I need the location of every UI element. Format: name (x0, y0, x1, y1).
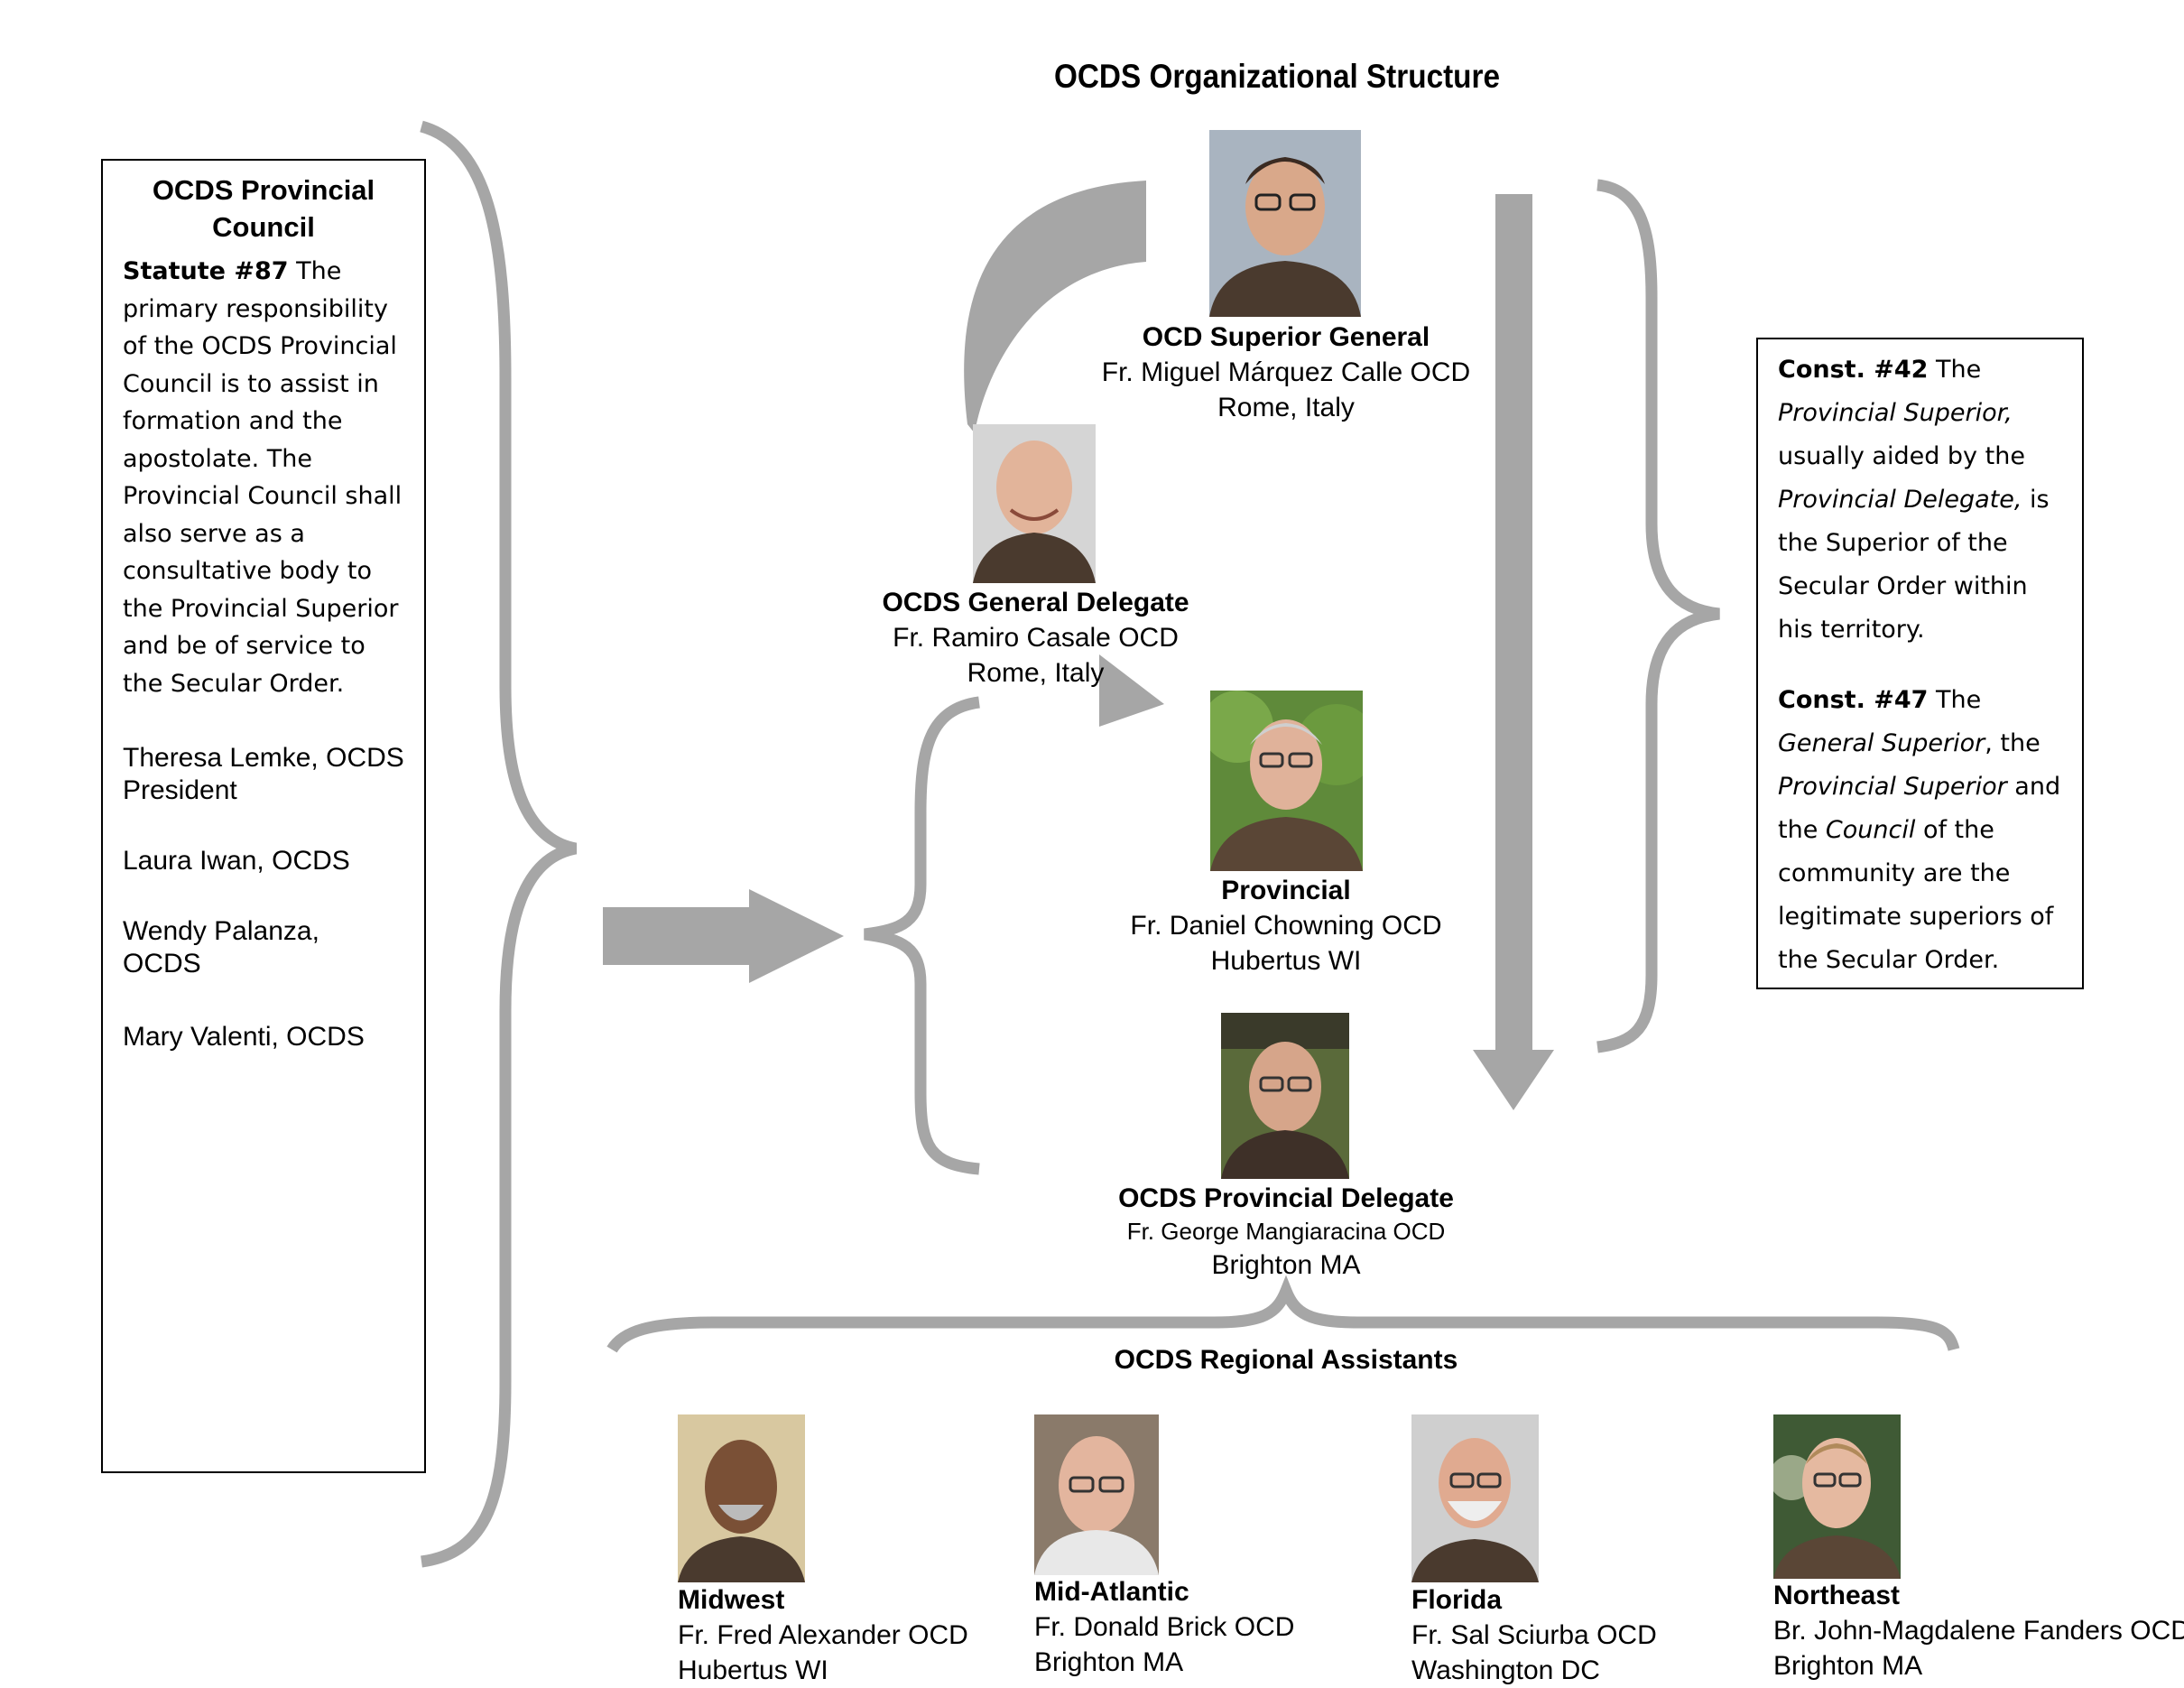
person-location: Brighton MA (1211, 1250, 1361, 1280)
person-location: Rome, Italy (1217, 393, 1355, 422)
role-label: Provincial (1221, 876, 1351, 905)
person-name: Fr. Daniel Chowning OCD (1130, 911, 1442, 941)
council-member: Theresa Lemke, OCDS President (123, 743, 404, 805)
person-location: Brighton MA (1773, 1651, 1923, 1681)
council-arrow (603, 889, 844, 983)
assistant-mid-atlantic: Mid-Atlantic Fr. Donald Brick OCD Bright… (1034, 1574, 1294, 1680)
const-42: Const. #42 The Provincial Superior, usua… (1778, 348, 2062, 652)
region-label: Midwest (678, 1585, 785, 1615)
text: The (1928, 686, 1982, 714)
provincial-photo (1210, 691, 1363, 871)
const-47-label: Const. #47 (1778, 686, 1929, 714)
text: The (1928, 356, 1982, 384)
council-heading: OCDS Provincial Council (152, 174, 375, 243)
text: of the community are the legitimate supe… (1778, 816, 2054, 974)
text: Provincial Delegate, (1778, 486, 2022, 514)
text: General Superior (1778, 729, 1985, 757)
text: Provincial Superior (1778, 773, 2007, 801)
northeast-photo (1773, 1414, 1901, 1579)
person-name: Fr. Miguel Márquez Calle OCD (1101, 357, 1471, 387)
person-name: Fr. Sal Sciurba OCD (1411, 1620, 1657, 1650)
person-name: Fr. Ramiro Casale OCD (893, 623, 1179, 653)
provincial-council-box: OCDS Provincial Council Statute #87 The … (101, 159, 426, 1473)
bottom-brace (606, 1275, 1960, 1353)
florida-photo (1411, 1414, 1539, 1582)
right-brace (1596, 179, 1720, 1053)
council-member: Mary Valenti, OCDS (123, 1022, 365, 1052)
text: is the Superior of the Secular Order wit… (1778, 486, 2050, 644)
person-name: Br. John-Magdalene Fanders OCD (1773, 1616, 2184, 1646)
person-name: Fr. George Mangiaracina OCD (1126, 1218, 1446, 1245)
down-arrow (1473, 194, 1554, 1110)
person-name: Fr. Fred Alexander OCD (678, 1620, 968, 1650)
assistant-florida: Florida Fr. Sal Sciurba OCD Washington D… (1411, 1582, 1657, 1688)
middle-brace (864, 696, 981, 1175)
const-42-label: Const. #42 (1778, 356, 1929, 384)
region-label: Mid-Atlantic (1034, 1577, 1189, 1607)
person-location: Hubertus WI (678, 1656, 828, 1685)
provincial-delegate-photo (1221, 1013, 1349, 1179)
left-brace (420, 120, 578, 1568)
curved-arrow-head (1099, 654, 1164, 727)
assistant-northeast: Northeast Br. John-Magdalene Fanders OCD… (1773, 1578, 2184, 1683)
statute-87: Statute #87 The primary responsibility o… (123, 253, 404, 702)
person-location: Brighton MA (1034, 1647, 1184, 1677)
council-member: Laura Iwan, OCDS (123, 846, 350, 876)
text: Council (1825, 816, 1916, 844)
text: usually aided by the (1778, 442, 2025, 470)
regional-assistants-label: OCDS Regional Assistants (1114, 1345, 1458, 1375)
person-location: Washington DC (1411, 1656, 1600, 1685)
person-location: Hubertus WI (1210, 946, 1362, 976)
general-delegate-card: OCDS General Delegate Fr. Ramiro Casale … (812, 585, 1259, 691)
page-title: OCDS Organizational Structure (1053, 58, 1501, 95)
role-label: OCDS General Delegate (882, 588, 1189, 617)
statute-text: The primary responsibility of the OCDS P… (123, 257, 403, 698)
provincial-card: Provincial Fr. Daniel Chowning OCD Huber… (1047, 873, 1525, 978)
statute-label: Statute #87 (123, 257, 289, 285)
person-location: Rome, Italy (967, 658, 1105, 688)
superior-general-photo (1209, 130, 1361, 317)
provincial-delegate-card: OCDS Provincial Delegate Fr. George Mang… (1047, 1182, 1525, 1282)
mid-atlantic-photo (1034, 1414, 1159, 1575)
role-label: OCDS Provincial Delegate (1118, 1183, 1454, 1213)
region-label: Florida (1411, 1585, 1503, 1615)
text: and the (1778, 773, 2061, 844)
midwest-photo (678, 1414, 805, 1582)
council-member: Wendy Palanza, OCDS (123, 916, 319, 978)
region-label: Northeast (1773, 1581, 1901, 1610)
general-delegate-photo (973, 424, 1096, 583)
text: , the (1985, 729, 2041, 757)
superior-general-card: OCD Superior General Fr. Miguel Márquez … (1047, 320, 1525, 425)
person-name: Fr. Donald Brick OCD (1034, 1612, 1295, 1642)
curved-arrow (964, 181, 1146, 433)
assistant-midwest: Midwest Fr. Fred Alexander OCD Hubertus … (678, 1582, 968, 1688)
const-47: Const. #47 The General Superior, the Pro… (1778, 679, 2062, 982)
role-label: OCD Superior General (1142, 322, 1430, 352)
constitutions-box: Const. #42 The Provincial Superior, usua… (1756, 338, 2084, 989)
text: Provincial Superior, (1778, 399, 2013, 427)
